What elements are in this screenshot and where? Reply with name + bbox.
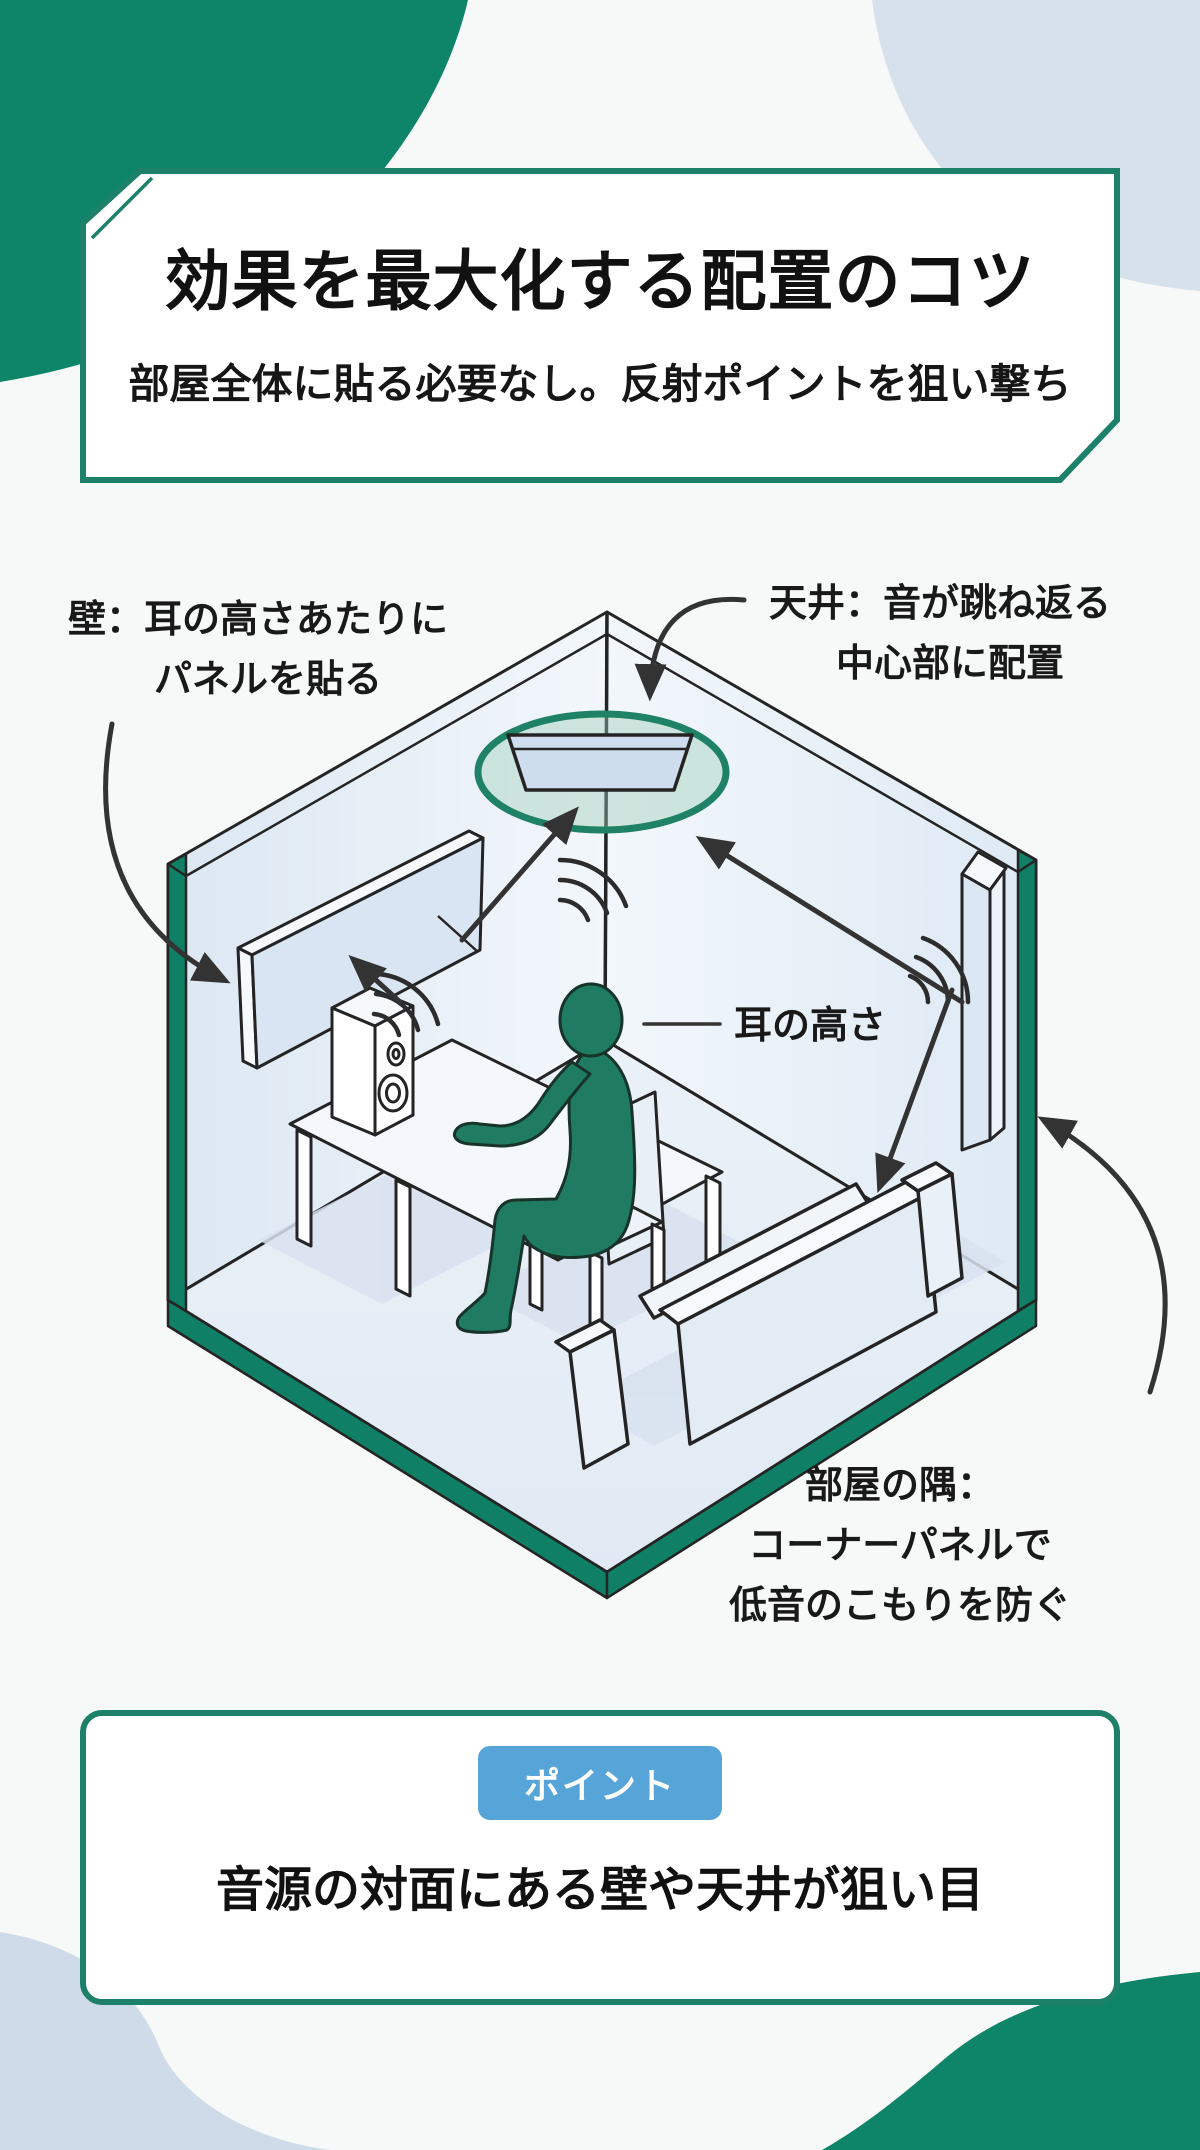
corner-label-line1: 部屋の隅： [805,1465,995,1507]
person-silhouette [453,982,637,1334]
corner-panel [960,850,1008,1152]
ceiling-label-line2: 中心部に配置 [836,643,1064,685]
person-head [558,982,624,1058]
ceiling-label-line1: 天井：音が跳ね返る [769,583,1111,625]
sofa-armrest-left-face [568,1328,630,1470]
title-box: 効果を最大化する配置のコツ 部屋全体に貼る必要なし。反射ポイントを狙い撃ち [80,168,1120,483]
page-subtitle: 部屋全体に貼る必要なし。反射ポイントを狙い撃ち [128,361,1072,408]
page-title: 効果を最大化する配置のコツ [164,243,1036,318]
speaker-woofer-cone [385,1082,401,1104]
speaker [330,986,415,1137]
blob-bottom-right [822,1972,1200,2150]
table-leg [394,1178,412,1298]
corner-panel-side [988,869,1006,1142]
corner-label-line2: コーナーパネルで [748,1525,1052,1567]
wall-top-inner-right [606,632,1037,874]
sound-wave-speaker-icon [371,971,441,1038]
title-box-frame [80,168,1120,483]
wall-panel [236,829,485,1070]
sofa-armrest-right-face [916,1172,964,1298]
arrow-speaker-to-wall-panel-icon [348,954,403,1005]
arrow-to-ceiling-right-icon [695,836,965,1005]
speaker-left-face [330,1006,377,1137]
point-text: 音源の対面にある壁や天井が狙い目 [215,1864,984,1917]
ceiling-panel [506,733,694,792]
sofa [554,1161,964,1470]
table-leg [295,1128,313,1248]
ear-height-label: 耳の高さ [734,1005,886,1047]
person-arm [453,1060,592,1148]
wall-label-line1: 壁：耳の高さあたりに [68,599,448,641]
point-box: ポイント 音源の対面にある壁や天井が狙い目 [80,1710,1120,2005]
wall-label-line2: パネルを貼る [154,659,382,701]
sound-wave-ceiling-icon [557,857,629,923]
arrows [103,596,1168,1395]
floor-edge-right [605,1298,1038,1600]
arrow-wall-label-icon [103,721,231,984]
diagram-labels: 壁：耳の高さあたりに パネルを貼る 天井：音が跳ね返る 中心部に配置 耳の高さ … [68,583,1111,1627]
arrow-corner-to-sofa-icon [875,987,955,1194]
speaker-tweeter-dot [391,1048,401,1060]
arrow-to-ceiling-left-icon [459,806,579,943]
arrow-ceiling-label-icon [634,596,747,702]
corner-label-line3: 低音のこもりを防ぐ [729,1585,1071,1627]
wall-panel-face [250,836,485,1070]
arrow-corner-label-icon [1037,1116,1168,1395]
person-body [455,1046,637,1334]
wall-corner-line [603,611,609,1041]
left-wall-edge [166,852,188,1313]
point-badge: ポイント [477,1746,722,1820]
wall-panel-glare [437,915,479,953]
corner-panel-face [960,872,992,1152]
right-wall-edge [1016,848,1038,1313]
wall-top-inner-left [167,632,608,878]
ceiling-target [474,710,730,834]
sofa-back-face [676,1194,938,1446]
